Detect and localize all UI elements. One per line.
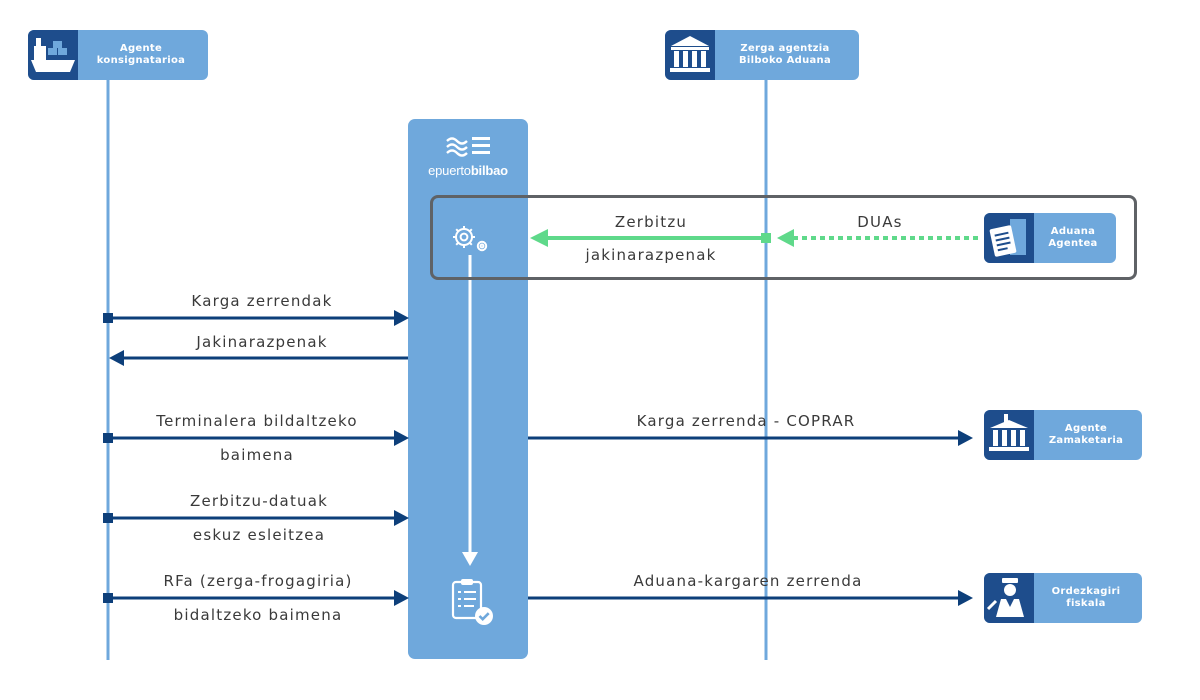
service-notification-label-line2: jakinarazpenak xyxy=(585,246,717,264)
clipboard-check-icon xyxy=(451,579,493,625)
actor-tax-agency-label: Zerga agentzia Bilboko Aduana xyxy=(738,43,832,66)
actor-consignee-label: Agente konsignatarioa xyxy=(96,43,186,66)
notifications-arrow xyxy=(109,350,408,366)
epuertobilbao-logo-icon xyxy=(446,137,490,157)
platform-name: epuertobilbao xyxy=(408,163,528,178)
duas-arrow xyxy=(777,229,978,247)
duas-label: DUAs xyxy=(857,213,903,231)
rfa-permission-label-line1: RFa (zerga-frogagiria) xyxy=(163,572,353,590)
service-data-label-line2: eskuz esleitzea xyxy=(192,526,326,544)
service-data-arrow xyxy=(103,510,409,526)
officer-icon xyxy=(984,573,1034,623)
customs-cargo-list-label: Aduana-kargaren zerrenda xyxy=(633,572,863,590)
actor-fiscal-representative: Ordezkagiri fiskala xyxy=(984,573,1142,623)
actor-consignee: Agente konsignatarioa xyxy=(28,30,208,80)
customs-interaction-frame xyxy=(430,195,1137,280)
terminal-permission-label-line2: baimena xyxy=(220,446,294,464)
ship-icon xyxy=(28,30,78,80)
gears-icon xyxy=(453,226,488,252)
actor-customs-agent: Aduana Agentea xyxy=(984,213,1116,263)
customs-cargo-list-arrow xyxy=(528,590,973,606)
terminal-permission-arrow xyxy=(103,430,409,446)
service-notification-label-line1: Zerbitzu xyxy=(614,213,688,231)
actor-customs-agent-label: Aduana Agentea xyxy=(1048,226,1098,249)
actor-stevedore: Agente Zamaketaria xyxy=(984,410,1142,460)
platform-lifeline xyxy=(408,119,528,659)
rfa-permission-arrow xyxy=(103,590,409,606)
service-notification-arrow xyxy=(530,229,771,247)
government-building-icon xyxy=(665,30,715,80)
terminal-permission-label-line1: Terminalera bildaltzeko xyxy=(156,412,358,430)
coprar-label: Karga zerrenda - COPRAR xyxy=(636,412,856,430)
platform-name-prefix: epuerto xyxy=(428,163,471,178)
platform-name-suffix: bilbao xyxy=(470,163,508,178)
documents-icon xyxy=(984,213,1034,263)
coprar-arrow xyxy=(528,430,973,446)
actor-fiscal-representative-label: Ordezkagiri fiskala xyxy=(1051,586,1121,609)
cargo-lists-arrow xyxy=(103,310,409,326)
terminal-building-icon xyxy=(984,410,1034,460)
internal-flow-arrow xyxy=(462,255,478,566)
service-data-label-line1: Zerbitzu-datuak xyxy=(189,492,329,510)
rfa-permission-label-line2: bidaltzeko baimena xyxy=(173,606,343,624)
notifications-label: Jakinarazpenak xyxy=(196,333,328,351)
actor-tax-agency: Zerga agentzia Bilboko Aduana xyxy=(665,30,859,80)
actor-stevedore-label: Agente Zamaketaria xyxy=(1048,423,1124,446)
cargo-lists-label: Karga zerrendak xyxy=(191,292,333,310)
